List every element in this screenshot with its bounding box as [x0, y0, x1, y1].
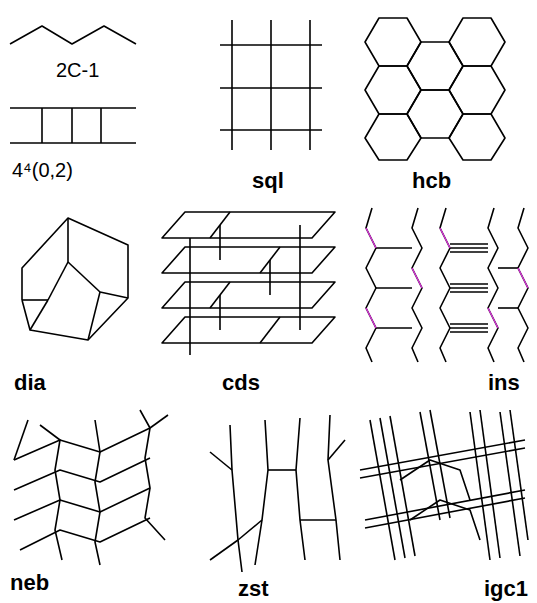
net-label: igc1 — [484, 578, 528, 600]
net-label: 2C-1 — [56, 60, 99, 80]
net-label: dia — [14, 372, 46, 394]
net-label: cds — [222, 372, 260, 394]
neb-net — [14, 410, 168, 565]
ladder-net — [10, 108, 136, 143]
square-grid — [220, 20, 322, 150]
net-label: 4⁴(0,2) — [12, 160, 73, 180]
zst-net — [210, 415, 345, 572]
ins-net — [366, 208, 528, 362]
honeycomb — [365, 18, 505, 162]
net-label: neb — [10, 572, 49, 594]
chain-net — [10, 26, 136, 44]
cds-net — [162, 212, 335, 355]
net-label: ins — [488, 372, 520, 394]
adamantane-cage — [22, 218, 128, 340]
net-label: hcb — [412, 170, 451, 192]
net-label: zst — [238, 578, 269, 600]
net-label: sql — [252, 170, 284, 192]
igc1-net — [360, 410, 528, 560]
